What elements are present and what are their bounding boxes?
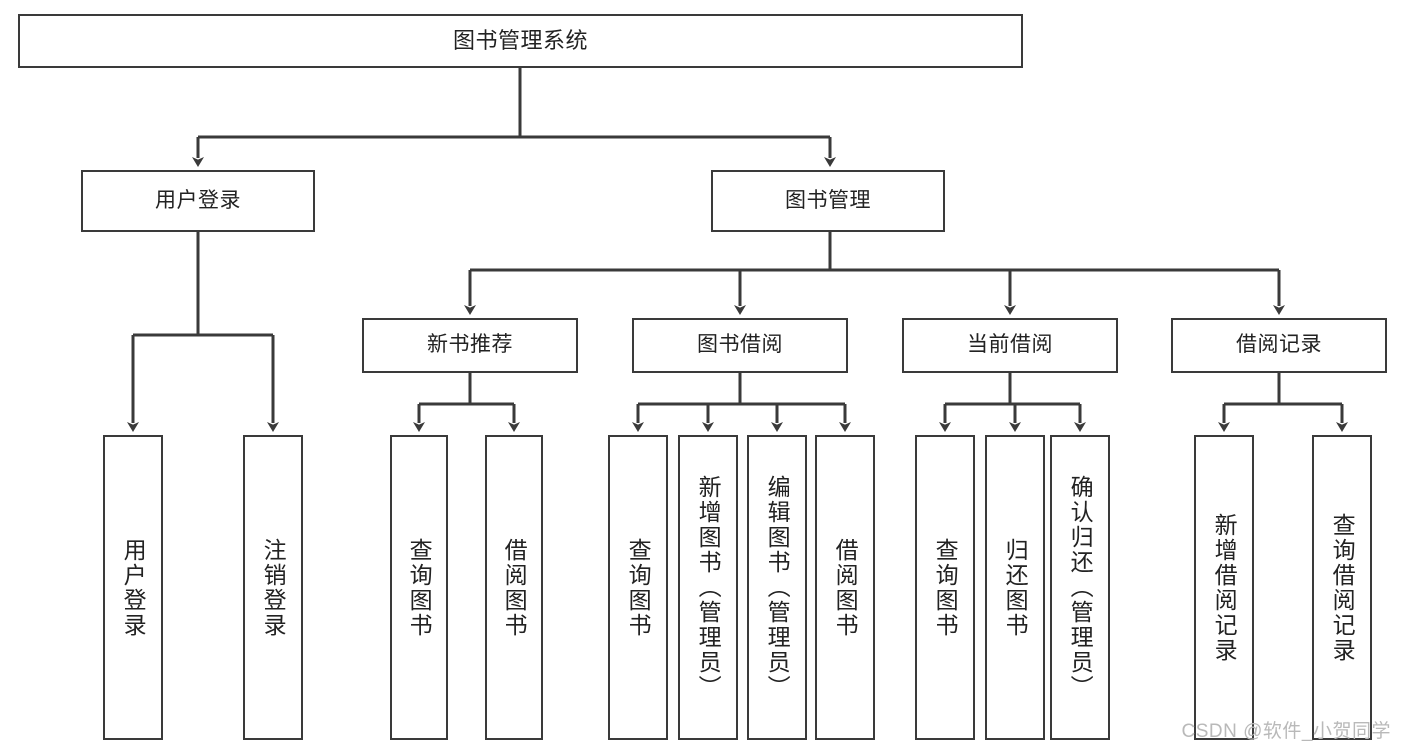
node-borrow-record-label: 借阅记录 (1236, 333, 1322, 357)
node-book-borrow-label: 图书借阅 (697, 333, 783, 357)
node-leaf-add-record-label: 新增借阅记录 (1211, 512, 1238, 663)
node-leaf-edit-book[interactable]: 编辑图书（管理员） (747, 435, 807, 740)
node-leaf-borrow-book-2-label: 借阅图书 (832, 537, 859, 638)
node-book-manage[interactable]: 图书管理 (711, 170, 945, 232)
node-root[interactable]: 图书管理系统 (18, 14, 1023, 68)
node-leaf-query-book-3[interactable]: 查询图书 (915, 435, 975, 740)
node-new-book-rec[interactable]: 新书推荐 (362, 318, 578, 373)
node-leaf-query-book-1-label: 查询图书 (406, 537, 433, 638)
node-leaf-add-book-label: 新增图书（管理员） (695, 475, 722, 700)
node-root-label: 图书管理系统 (452, 28, 588, 54)
node-user-login-label: 用户登录 (155, 188, 241, 212)
node-leaf-query-book-2[interactable]: 查询图书 (608, 435, 668, 740)
node-leaf-return-book[interactable]: 归还图书 (985, 435, 1045, 740)
node-new-book-rec-label: 新书推荐 (427, 333, 513, 357)
node-borrow-record[interactable]: 借阅记录 (1171, 318, 1387, 373)
node-leaf-edit-book-label: 编辑图书（管理员） (764, 475, 791, 700)
node-leaf-query-book-3-label: 查询图书 (932, 537, 959, 638)
node-leaf-add-book[interactable]: 新增图书（管理员） (678, 435, 738, 740)
node-leaf-logout[interactable]: 注销登录 (243, 435, 303, 740)
node-leaf-user-login[interactable]: 用户登录 (103, 435, 163, 740)
node-leaf-borrow-book-1[interactable]: 借阅图书 (485, 435, 543, 740)
node-leaf-return-book-label: 归还图书 (1002, 537, 1029, 638)
node-current-borrow-label: 当前借阅 (967, 333, 1053, 357)
node-book-manage-label: 图书管理 (785, 188, 871, 212)
node-leaf-user-login-label: 用户登录 (120, 537, 147, 638)
node-leaf-query-book-2-label: 查询图书 (625, 537, 652, 638)
node-leaf-borrow-book-2[interactable]: 借阅图书 (815, 435, 875, 740)
node-leaf-logout-label: 注销登录 (260, 537, 287, 638)
node-current-borrow[interactable]: 当前借阅 (902, 318, 1118, 373)
node-leaf-query-book-1[interactable]: 查询图书 (390, 435, 448, 740)
node-user-login[interactable]: 用户登录 (81, 170, 315, 232)
node-leaf-add-record[interactable]: 新增借阅记录 (1194, 435, 1254, 740)
node-leaf-query-record[interactable]: 查询借阅记录 (1312, 435, 1372, 740)
node-leaf-query-record-label: 查询借阅记录 (1329, 512, 1356, 663)
node-book-borrow[interactable]: 图书借阅 (632, 318, 848, 373)
node-leaf-confirm-return[interactable]: 确认归还（管理员） (1050, 435, 1110, 740)
node-leaf-confirm-return-label: 确认归还（管理员） (1067, 475, 1094, 700)
node-leaf-borrow-book-1-label: 借阅图书 (501, 537, 528, 638)
